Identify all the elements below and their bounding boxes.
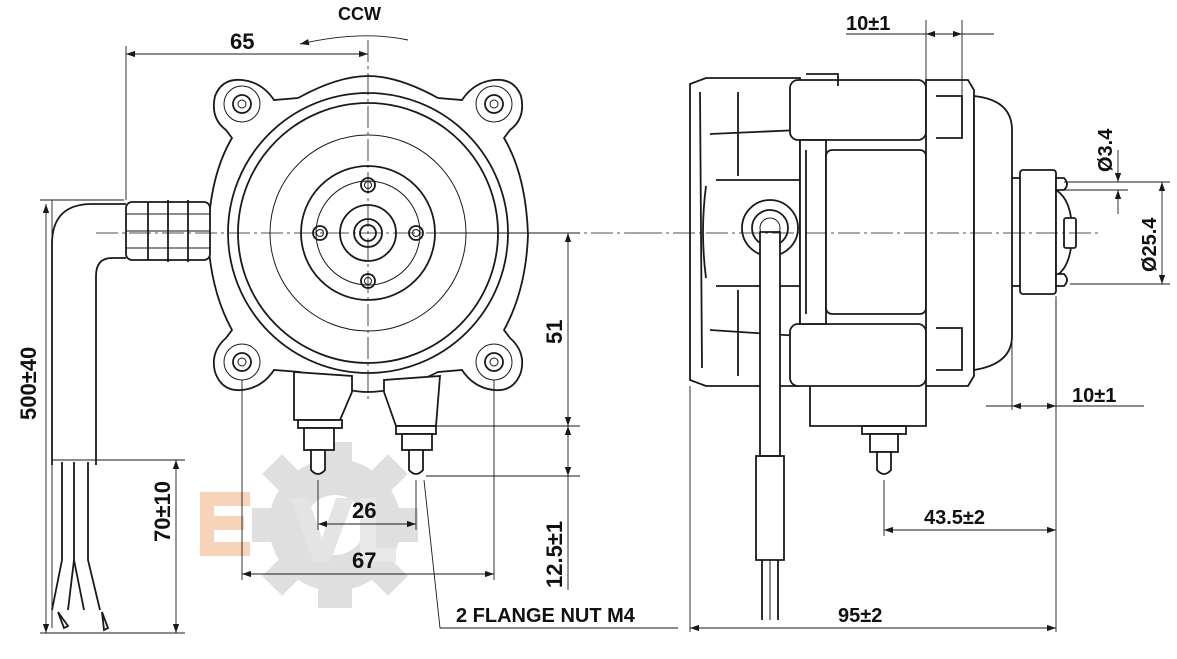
front-view [51,40,640,632]
dim-26-label: 26 [352,498,376,523]
dim-65-label: 65 [230,29,254,54]
ccw-arrow [299,35,409,46]
dim-12-5-label: 12.5±1 [542,521,567,588]
side-view [640,73,1100,620]
dim-70-label: 70±10 [150,481,175,542]
dim-10-top-label: 10±1 [846,13,890,35]
dim-10-right-label: 10±1 [1072,385,1116,407]
dim-500-label: 500±40 [16,347,41,420]
ccw-label: CCW [338,4,381,24]
dim-phi25-4-label: Ø25.4 [1139,217,1161,272]
watermark-logo [200,442,418,608]
front-dimensions: CCW 65 51 12.5±1 26 67 500±40 [16,4,678,634]
dim-phi3-4-label: Ø3.4 [1095,128,1117,172]
dim-51-label: 51 [542,320,567,344]
cable-gland [125,200,211,262]
dim-67-label: 67 [352,548,376,573]
side-dimensions: 10±1 Ø3.4 Ø25.4 10±1 43.5±2 95±2 [689,13,1170,632]
watermark-letters [200,492,396,562]
lead-wire [51,203,126,632]
dim-43-5-label: 43.5±2 [924,507,985,529]
flange-nut-label: 2 FLANGE NUT M4 [456,605,636,627]
bracket-feet [293,371,441,475]
dim-95-label: 95±2 [838,605,882,627]
